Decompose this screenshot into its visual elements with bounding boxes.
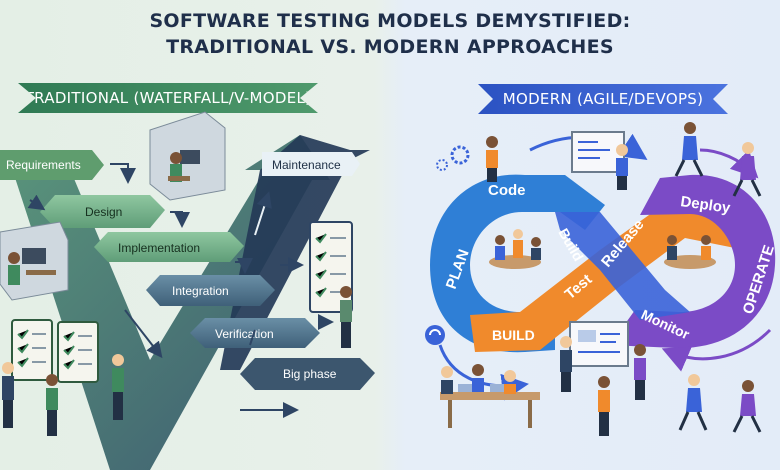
step-implementation: Implementation [118, 241, 200, 255]
traditional-banner: TRADITIONAL (WATERFALL/V-MODEL) [18, 83, 318, 113]
team-table-left [489, 229, 541, 269]
office-cubicle-top [149, 111, 226, 201]
step-requirements: Requirements [6, 158, 81, 172]
maintenance-tag [262, 152, 360, 176]
title-line-1: SOFTWARE TESTING MODELS DEMYSTIFIED: [149, 10, 631, 32]
office-cubicle-left [0, 221, 69, 301]
title-line-2: TRADITIONAL VS. MODERN APPROACHES [166, 36, 614, 58]
loop-label-deploy: Deploy [679, 193, 732, 217]
step-design: Design [85, 205, 122, 219]
maintenance-label: Maintenance [272, 158, 341, 172]
step-big-phase: Big phase [283, 367, 337, 381]
team-members-left [2, 286, 352, 436]
checklist-clipboard-right [309, 221, 353, 313]
team-table-bottom [440, 364, 540, 428]
whiteboard-bottom [569, 321, 629, 367]
devops-infinity-loop [430, 174, 776, 353]
modern-banner: MODERN (AGILE/DEVOPS) [478, 84, 728, 114]
team-members-right [486, 122, 762, 436]
loop-label-build-bottom: BUILD [492, 327, 535, 343]
gear-icon [436, 145, 470, 171]
whiteboard-top [571, 131, 625, 173]
step-integration: Integration [172, 284, 229, 298]
team-table-right [664, 235, 716, 269]
sync-icon [425, 325, 445, 345]
loop-label-code: Code [488, 182, 526, 199]
checklist-clipboards [11, 319, 99, 383]
flow-arrows [27, 163, 334, 418]
step-verification: Verification [215, 327, 274, 341]
